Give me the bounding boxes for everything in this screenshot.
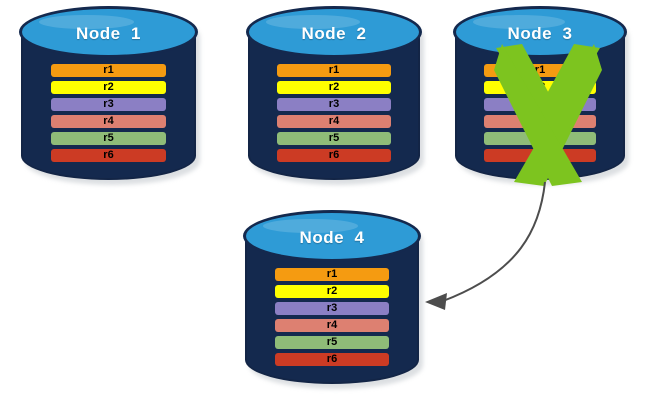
node-2-row-r4[interactable]: r4 [277, 115, 391, 128]
node-3-rows: r1 r2 r3 r4 r5 r6 [483, 64, 597, 162]
node-2-row-r2[interactable]: r2 [277, 81, 391, 94]
node-1-row-r6[interactable]: r6 [50, 149, 167, 162]
node-2-rows: r1 r2 r3 r4 r5 r6 [277, 64, 391, 162]
node-1-row-r2[interactable]: r2 [50, 81, 167, 94]
node-4[interactable]: Node 4 r1 r2 r3 r4 r5 r6 [243, 210, 423, 389]
arrow-node3-to-node4 [425, 181, 546, 310]
node-3-row-r3[interactable]: r3 [483, 98, 597, 111]
node-1-rows: r1 r2 r3 r4 r5 r6 [50, 64, 167, 162]
node-4-row-r6[interactable]: r6 [274, 353, 390, 366]
node-4-top-gloss [263, 219, 358, 233]
node-2-label: Node 2 [301, 24, 367, 43]
node-2-row-r6[interactable]: r6 [277, 149, 391, 162]
node-4-cylinder-top [243, 210, 421, 262]
node-3[interactable]: Node 3 r1 r2 r3 r4 r5 r6 [453, 6, 629, 185]
node-3-top-gloss [472, 15, 566, 29]
node-4-row-r1[interactable]: r1 [274, 268, 390, 281]
node-1-row-r1[interactable]: r1 [50, 64, 167, 77]
node-3-row-r4[interactable]: r4 [483, 115, 597, 128]
node-4-label: Node 4 [299, 228, 365, 247]
node-3-label: Node 3 [507, 24, 573, 43]
node-4-rows: r1 r2 r3 r4 r5 r6 [274, 268, 390, 366]
node-2-cylinder-top [246, 6, 422, 58]
node-4-row-r5[interactable]: r5 [274, 336, 390, 349]
node-4-row-r4[interactable]: r4 [274, 319, 390, 332]
node-3-row-r2[interactable]: r2 [483, 81, 597, 94]
node-4-row-r3[interactable]: r3 [274, 302, 390, 315]
node-1[interactable]: Node 1 r1 r2 r3 r4 r5 r6 [19, 6, 200, 185]
node-2-row-r3[interactable]: r3 [277, 98, 391, 111]
node-1-row-r4[interactable]: r4 [50, 115, 167, 128]
node-1-label: Node 1 [76, 24, 141, 43]
node-1-cylinder-top [19, 6, 198, 58]
node-1-row-r3[interactable]: r3 [50, 98, 167, 111]
node-1-top-gloss [39, 15, 135, 29]
node-3-row-r5[interactable]: r5 [483, 132, 597, 145]
node-4-row-r2[interactable]: r2 [274, 285, 390, 298]
node-3-row-r1[interactable]: r1 [483, 64, 597, 77]
node-3-row-r6[interactable]: r6 [483, 149, 597, 162]
node-1-row-r5[interactable]: r5 [50, 132, 167, 145]
node-2-row-r5[interactable]: r5 [277, 132, 391, 145]
node-2-row-r1[interactable]: r1 [277, 64, 391, 77]
node-2-top-gloss [266, 15, 360, 29]
node-2[interactable]: Node 2 r1 r2 r3 r4 r5 r6 [246, 6, 424, 185]
